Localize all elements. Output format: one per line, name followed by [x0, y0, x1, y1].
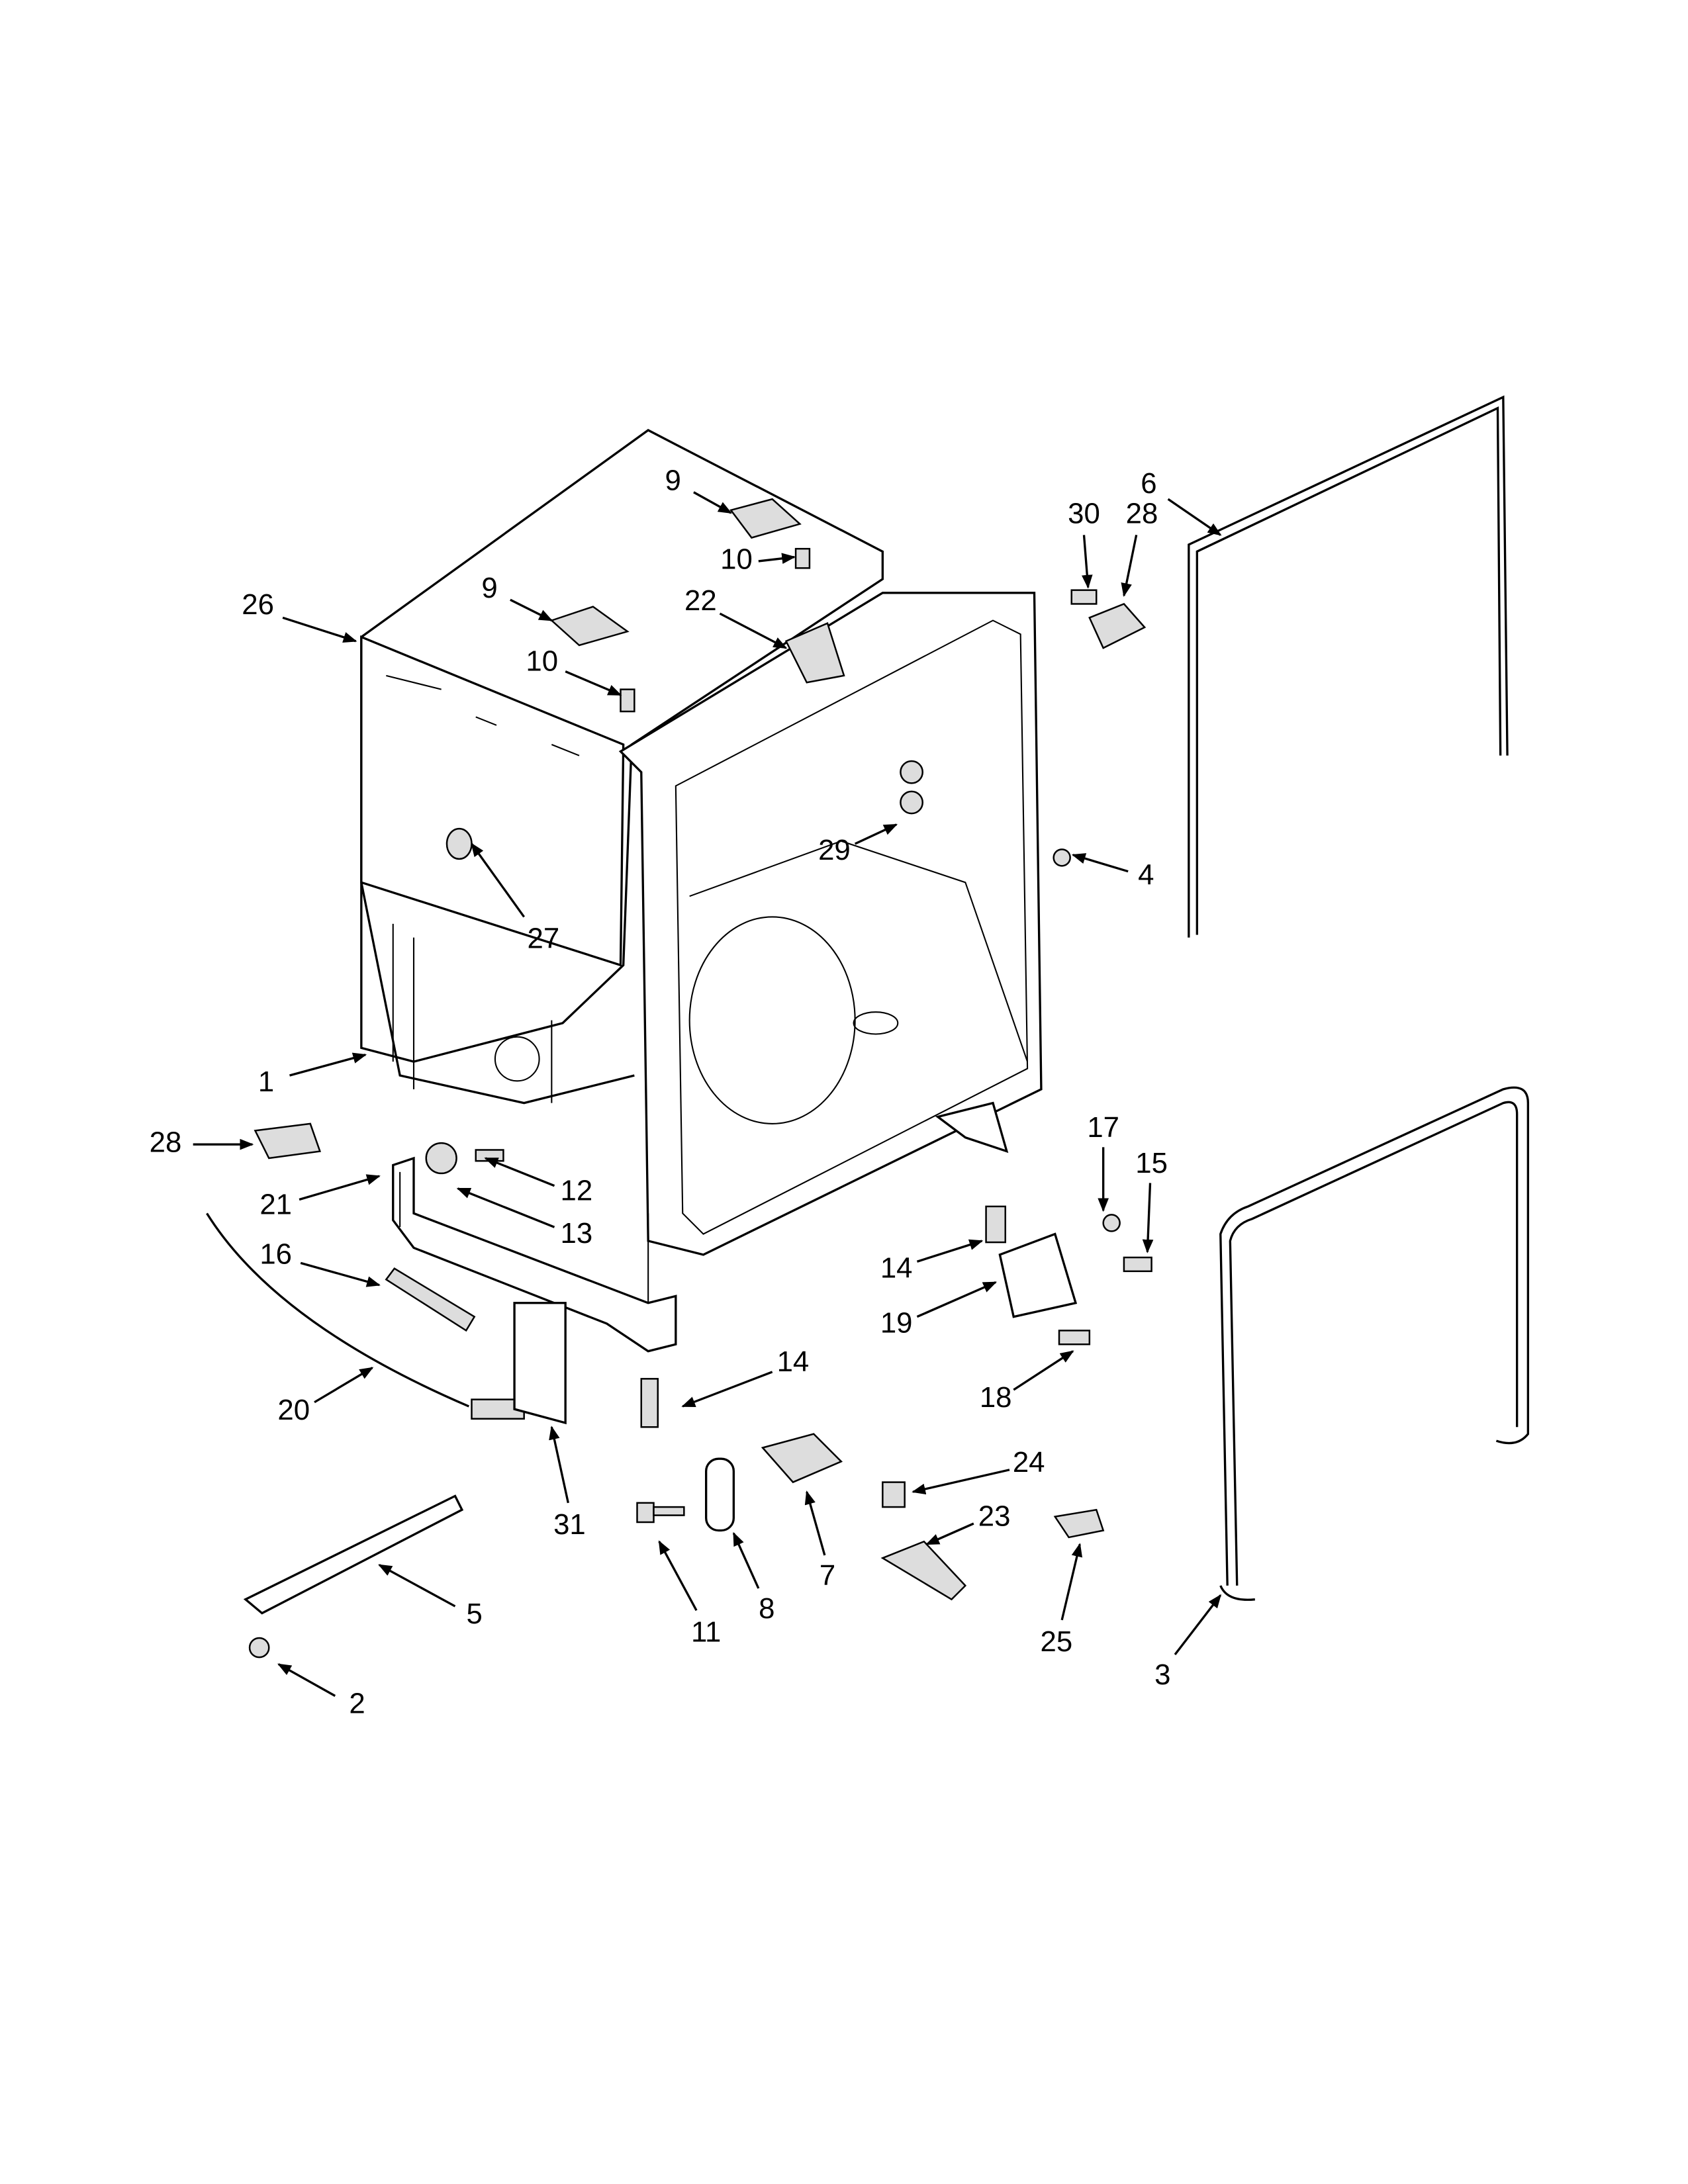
callout-6: 6: [1141, 467, 1156, 500]
callout-20: 20: [277, 1394, 310, 1426]
door-gasket-top: [1188, 395, 1509, 938]
callout-8: 8: [759, 1592, 774, 1625]
callout-21: 21: [259, 1188, 292, 1220]
door-gasket-bottom: [1219, 1086, 1529, 1586]
callout-9: 9: [665, 465, 680, 497]
callout-14: 14: [880, 1251, 913, 1284]
callout-23: 23: [978, 1500, 1011, 1532]
callout-2: 2: [349, 1688, 365, 1720]
callout-26: 26: [242, 588, 274, 621]
callout-29: 29: [818, 834, 851, 866]
callout-22: 22: [684, 584, 717, 617]
callout-14: 14: [777, 1345, 810, 1378]
callout-15: 15: [1135, 1147, 1168, 1179]
callout-16: 16: [259, 1238, 292, 1270]
callout-30: 30: [1068, 498, 1100, 530]
callout-10: 10: [526, 645, 558, 678]
callout-7: 7: [820, 1559, 835, 1592]
callout-18: 18: [980, 1381, 1012, 1414]
callout-1: 1: [258, 1066, 274, 1098]
callout-13: 13: [560, 1217, 592, 1250]
callout-12: 12: [560, 1175, 592, 1207]
callout-27: 27: [527, 922, 559, 954]
callout-10: 10: [720, 543, 753, 575]
callout-31: 31: [553, 1508, 586, 1541]
base-frame: [392, 1101, 1009, 1353]
callout-11: 11: [691, 1615, 721, 1648]
callout-4: 4: [1138, 859, 1154, 891]
callout-19: 19: [880, 1307, 913, 1340]
callout-17: 17: [1087, 1111, 1119, 1144]
callout-28: 28: [1126, 498, 1158, 530]
callout-5: 5: [466, 1598, 482, 1630]
leader-lines: [193, 491, 1222, 1697]
callout-labels: 9 10 9 10 26 22 30 28 6 29 4 27 1 28 21 …: [150, 465, 1171, 1720]
callout-3: 3: [1154, 1659, 1170, 1691]
tub-assembly: [360, 429, 1043, 1256]
callout-25: 25: [1040, 1625, 1072, 1658]
callout-28: 28: [150, 1126, 182, 1159]
callout-24: 24: [1013, 1446, 1045, 1479]
small-parts: [206, 498, 1152, 1659]
callout-9: 9: [481, 572, 497, 604]
